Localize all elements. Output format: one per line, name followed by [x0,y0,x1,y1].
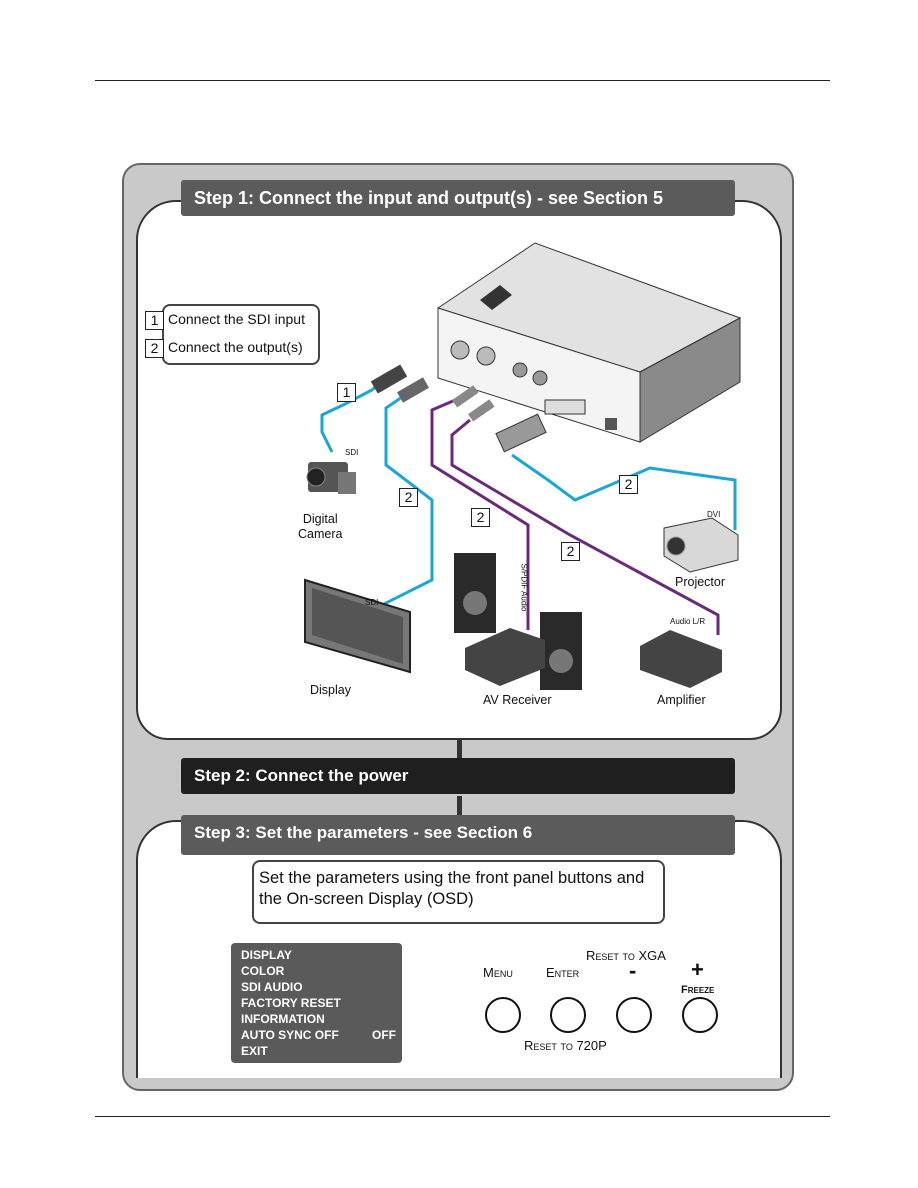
osd-menu-item-label: INFORMATION [241,1012,325,1026]
cable-label-sdi-out: SDI [365,598,379,607]
device-label-display: Display [310,683,351,697]
footer-rule [95,1116,830,1117]
osd-menu-item-label: DISPLAY [241,948,292,962]
step1-title: Step 1: Connect the input and output(s) … [181,180,735,216]
step1-legend [162,304,320,365]
osd-menu-item: EXIT [241,1043,396,1059]
osd-menu-item-label: FACTORY RESET [241,996,341,1010]
av-receiver-illustration [454,553,582,690]
display-illustration [304,578,411,674]
osd-menu-item: INFORMATION [241,1011,396,1027]
legend-number-1: 1 [145,311,164,330]
menu-button-label: Menu [483,965,513,980]
osd-menu: DISPLAY COLOR SDI AUDIO FACTORY RESET IN… [231,943,402,1063]
cable-label-spdif: S/PDIF Audio [519,563,529,612]
freeze-button-label: Freeze [681,984,715,996]
minus-button-label: - [629,958,637,983]
menu-button[interactable] [485,997,521,1033]
marker-2-display: 2 [399,488,418,507]
reset-to-xga-label: Reset to XGA [586,948,666,963]
osd-menu-item: COLOR [241,963,396,979]
osd-menu-item-label: AUTO SYNC OFF [241,1028,339,1042]
cable-label-sdi-in: SDI [345,448,359,457]
osd-menu-item: FACTORY RESET [241,995,396,1011]
reset-to-720p-label: Reset to 720P [524,1038,607,1053]
step3-title: Step 3: Set the parameters - see Section… [181,815,735,855]
osd-menu-item-label: SDI AUDIO [241,980,303,994]
digital-camera-illustration [306,462,356,494]
step-connector-top [457,738,462,760]
cable-label-dvi: DVI [707,510,721,519]
osd-menu-item-label: COLOR [241,964,285,978]
enter-button[interactable] [550,997,586,1033]
legend-text-1: Connect the SDI input [168,311,305,327]
header-rule [95,80,830,81]
minus-button[interactable] [616,997,652,1033]
marker-1-sdi-input: 1 [337,383,356,402]
marker-2-projector: 2 [619,475,638,494]
plus-freeze-button[interactable] [682,997,718,1033]
osd-menu-item: AUTO SYNC OFF OFF [241,1027,396,1043]
device-label-camera: Digital Camera [298,512,343,541]
projector-illustration [663,517,739,573]
legend-text-2: Connect the output(s) [168,339,303,355]
osd-menu-item-label: EXIT [241,1044,268,1058]
marker-2-av-receiver: 2 [471,508,490,527]
amplifier-illustration [640,630,722,688]
device-label-av-receiver: AV Receiver [483,693,552,707]
marker-2-amplifier: 2 [561,542,580,561]
cable-label-audio-lr: Audio L/R [670,617,706,626]
step2-title: Step 2: Connect the power [181,758,735,794]
step3-note: Set the parameters using the front panel… [252,860,665,924]
legend-number-2: 2 [145,339,164,358]
device-label-amplifier: Amplifier [657,693,706,707]
enter-button-label: Enter [546,965,580,980]
osd-menu-item-value: OFF [372,1028,396,1042]
device-label-projector: Projector [675,575,726,589]
osd-menu-item: SDI AUDIO [241,979,396,995]
scaler-device-illustration [436,242,742,443]
osd-menu-item: DISPLAY [241,947,396,963]
plus-button-label: + [691,957,704,982]
step-connector-bottom [457,796,462,818]
